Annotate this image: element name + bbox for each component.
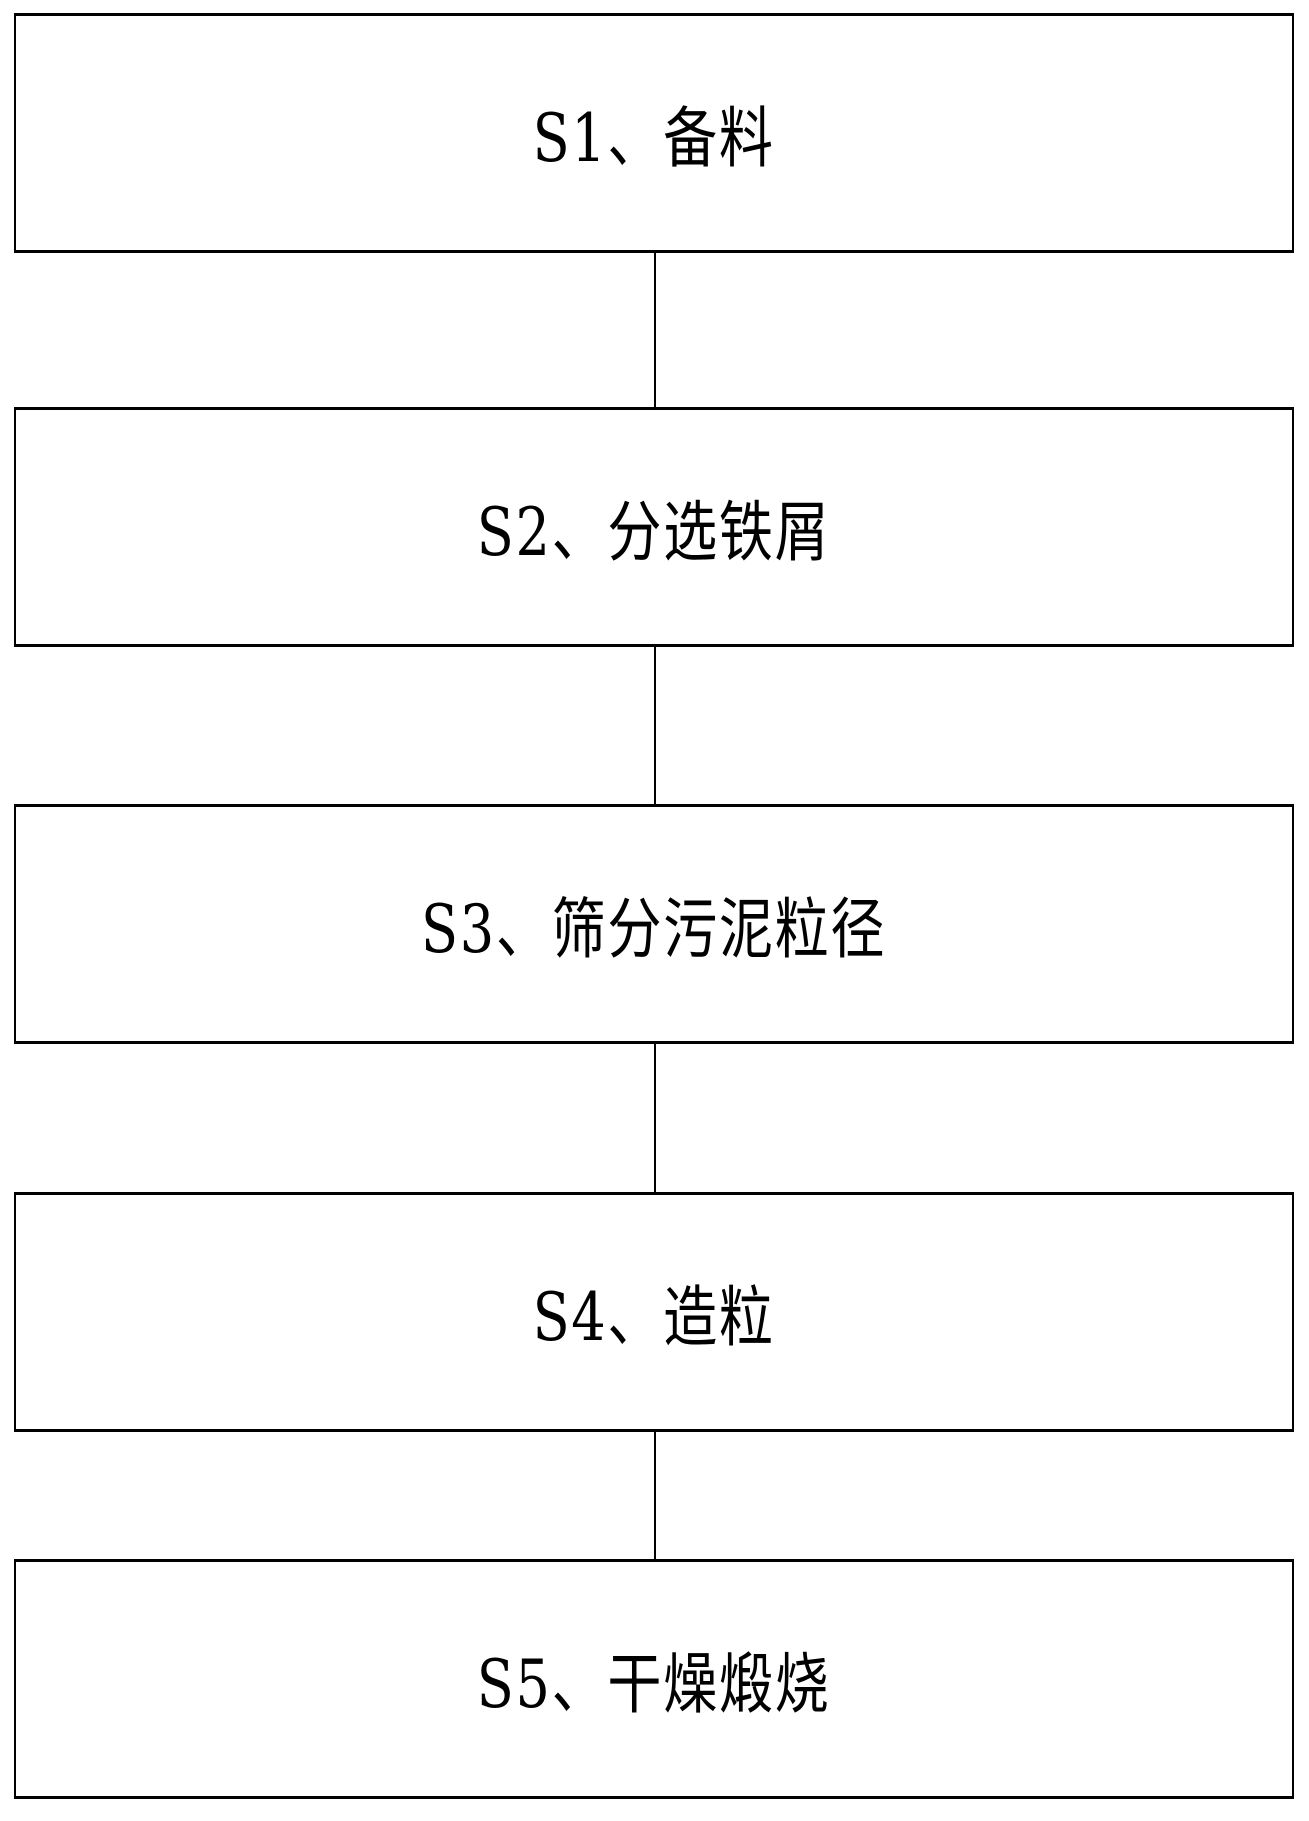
step-box-s2: S2、分选铁屑	[14, 407, 1294, 647]
connector-s2-s3	[654, 647, 656, 806]
step-label-s3: S3、筛分污泥粒径	[421, 891, 887, 968]
step-box-s1: S1、备料	[14, 13, 1294, 253]
step-box-s3: S3、筛分污泥粒径	[14, 804, 1294, 1044]
step-box-s4: S4、造粒	[14, 1192, 1294, 1432]
step-label-s4: S4、造粒	[532, 1279, 776, 1356]
connector-s4-s5	[654, 1432, 656, 1561]
step-label-s1: S1、备料	[532, 100, 776, 177]
step-label-s5: S5、干燥煅烧	[477, 1646, 831, 1723]
step-label-s2: S2、分选铁屑	[477, 494, 831, 571]
step-box-s5: S5、干燥煅烧	[14, 1559, 1294, 1799]
connector-s3-s4	[654, 1044, 656, 1194]
connector-s1-s2	[654, 253, 656, 409]
